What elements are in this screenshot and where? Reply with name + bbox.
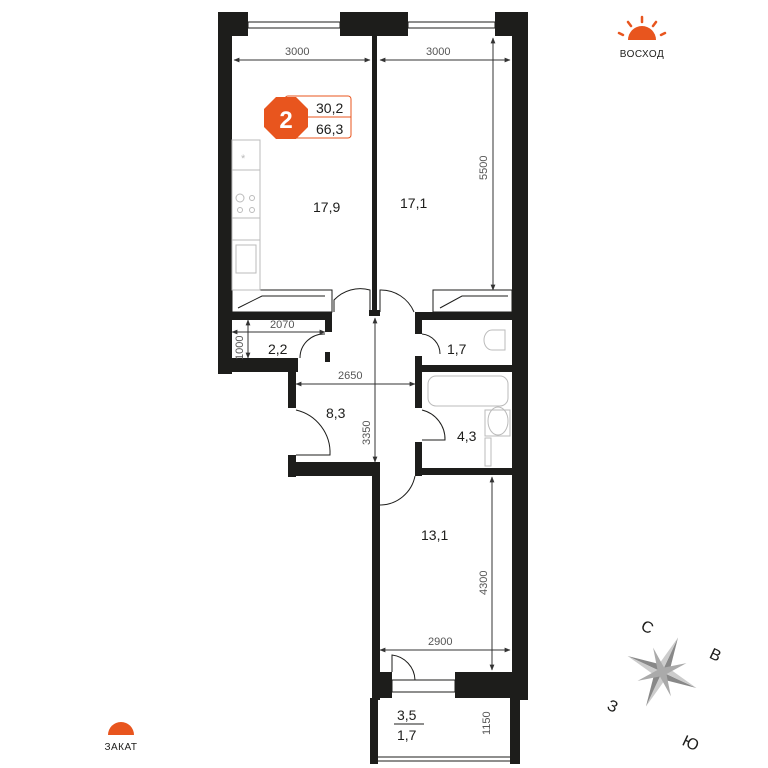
dimension-lines	[231, 37, 511, 671]
area-balcony-reduced: 1,7	[397, 727, 417, 743]
rooms-count: 2	[279, 107, 292, 134]
windows	[247, 21, 510, 762]
dim-bedroom1-length: 5500	[478, 156, 490, 180]
doors	[295, 288, 446, 681]
compass-east: В	[707, 646, 724, 666]
sunset-label: ЗАКАТ	[104, 742, 137, 753]
dim-hall-width: 2650	[338, 370, 362, 382]
dim-bedroom1-width: 3000	[426, 46, 450, 58]
compass: С В Ю З	[604, 618, 723, 755]
compass-rose-icon	[627, 637, 697, 707]
dim-kitchen-width: 3000	[285, 46, 309, 58]
dim-balcony-depth: 1150	[481, 711, 493, 735]
room-areas: 17,9 17,1 2,2 1,7 8,3 4,3 13,1 3,5 1,7	[268, 195, 477, 743]
area-storage: 2,2	[268, 341, 288, 357]
svg-text:*: *	[241, 153, 246, 165]
area-bathroom: 4,3	[457, 428, 477, 444]
area-wc: 1,7	[447, 341, 467, 357]
apartment-badge: 2 30,2 66,3	[264, 95, 352, 139]
compass-west: З	[604, 697, 620, 716]
dim-storage-width: 2070	[270, 319, 294, 331]
area-kitchen: 17,9	[313, 199, 340, 215]
wardrobes	[231, 289, 513, 313]
dim-bedroom2-width: 2900	[428, 636, 452, 648]
area-balcony-total: 3,5	[397, 707, 417, 723]
sunset-indicator: ЗАКАТ	[104, 722, 137, 753]
living-area: 30,2	[316, 100, 343, 116]
sunrise-icon	[617, 15, 667, 40]
sunrise-label: ВОСХОД	[620, 49, 664, 60]
compass-north: С	[638, 618, 656, 638]
area-hall: 8,3	[326, 405, 346, 421]
sanitary	[427, 329, 511, 467]
dimension-labels: 3000 3000 5500 2070 1000 2650 3350 4300 …	[234, 46, 493, 735]
compass-south: Ю	[679, 733, 701, 755]
rooms-count-badge	[264, 97, 308, 139]
dim-bedroom2-length: 4300	[478, 571, 490, 595]
area-bedroom-1: 17,1	[400, 195, 427, 211]
kitchen-furniture: *	[231, 139, 261, 291]
sunset-icon	[108, 722, 134, 735]
dim-hall-length: 3350	[361, 421, 373, 445]
walls	[218, 12, 528, 764]
area-bedroom-2: 13,1	[421, 527, 448, 543]
total-area: 66,3	[316, 121, 343, 137]
sunrise-indicator: ВОСХОД	[617, 15, 667, 60]
dim-storage-depth: 1000	[234, 336, 246, 360]
